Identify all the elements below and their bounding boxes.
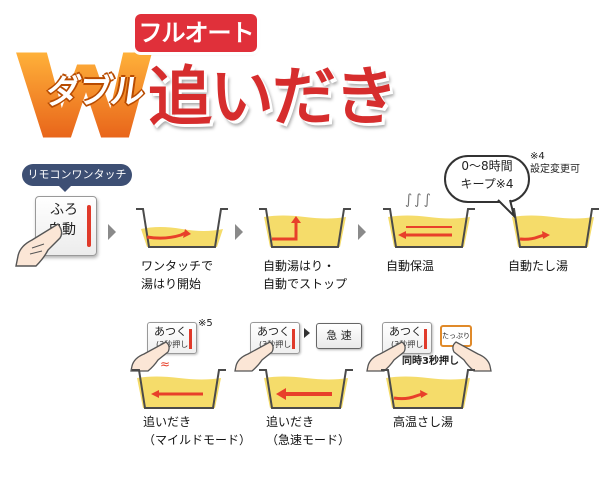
- atsuku-label: あつく: [257, 325, 290, 338]
- button-indicator-bar: [87, 205, 91, 247]
- caption-line: 自動湯はり・: [263, 259, 336, 273]
- tub-reheat-mild: [132, 369, 226, 409]
- tub-keep-warm: [383, 208, 475, 248]
- remote-tag-pointer: [58, 185, 72, 192]
- caption-reheat-rapid: 追いだき （急速モード）: [266, 413, 350, 449]
- bubble-line2: キープ※4: [460, 177, 514, 191]
- remote-one-touch-tag: リモコンワンタッチ: [22, 164, 132, 186]
- note4-mark: ※4: [530, 151, 545, 162]
- tub-filling: [136, 208, 228, 248]
- tub-auto-topup: [507, 208, 599, 248]
- flow-arrow-3: [358, 224, 366, 240]
- flow-arrow-1: [108, 224, 116, 240]
- note-5: ※5: [198, 318, 213, 329]
- caption-step-4: 自動たし湯: [508, 257, 568, 275]
- full-auto-badge: フルオート: [135, 14, 257, 52]
- bubble-line1: 0～8時間: [461, 159, 513, 173]
- pressing-hand-icon: [366, 341, 406, 372]
- pressing-hand-right-icon: [452, 341, 492, 372]
- button-indicator-bar: [292, 329, 295, 349]
- caption-line: ワンタッチで: [141, 259, 214, 273]
- caption-reheat-mild: 追いだき （マイルドモード）: [143, 413, 251, 449]
- steam-icon: ∫∫∫: [405, 192, 433, 208]
- caption-hightemp-add: 高温さし湯: [393, 413, 453, 431]
- caption-line: 追いだき: [266, 415, 315, 429]
- button-indicator-bar: [424, 329, 427, 349]
- caption-line: （急速モード）: [266, 433, 351, 447]
- note4-text: 設定変更可: [530, 164, 580, 175]
- button-indicator-bar: [189, 329, 192, 349]
- rapid-button[interactable]: 急 速: [316, 323, 362, 349]
- caption-line: 自動でストップ: [263, 277, 348, 291]
- caption-step-3: 自動保温: [386, 257, 434, 275]
- hold-3sec-label: (3秒押し): [156, 340, 192, 349]
- heat-wave-icon: ≈: [160, 357, 173, 371]
- caption-line: （マイルドモード）: [143, 433, 252, 447]
- simultaneous-press-label: 同時3秒押し: [402, 356, 459, 367]
- tub-auto-fill: [259, 208, 351, 248]
- pressing-hand-icon: [15, 223, 63, 267]
- logo-main-title: 追いだき: [148, 61, 398, 135]
- tub-hightemp-add: [381, 369, 475, 409]
- caption-line: 追いだき: [143, 415, 192, 429]
- furo-label: ふろ: [50, 202, 78, 218]
- caption-step-2: 自動湯はり・ 自動でストップ: [263, 257, 347, 293]
- caption-line: 高温さし湯: [393, 415, 454, 429]
- caption-line: 自動保温: [386, 259, 435, 273]
- note-4: ※4 設定変更可: [530, 150, 580, 176]
- caption-line: 湯はり開始: [141, 277, 202, 291]
- atsuku-label: あつく: [154, 325, 187, 338]
- pressing-hand-icon: [234, 341, 274, 372]
- flow-arrow-2: [235, 224, 243, 240]
- atsuku-label: あつく: [389, 325, 422, 338]
- caption-step-1: ワンタッチで 湯はり開始: [141, 257, 213, 293]
- hold-3sec-label: (3秒押し): [391, 340, 427, 349]
- then-arrow: [304, 328, 310, 338]
- tub-reheat-rapid: [259, 369, 353, 409]
- bubble-tail: [497, 199, 516, 218]
- pressing-hand-icon: [130, 341, 170, 372]
- keep-hours-bubble: 0～8時間 キープ※4: [444, 155, 530, 203]
- hold-3sec-label: (3秒押し): [259, 340, 295, 349]
- caption-line: 自動たし湯: [508, 259, 569, 273]
- furo-auto-button[interactable]: ふろ 自動: [35, 196, 97, 256]
